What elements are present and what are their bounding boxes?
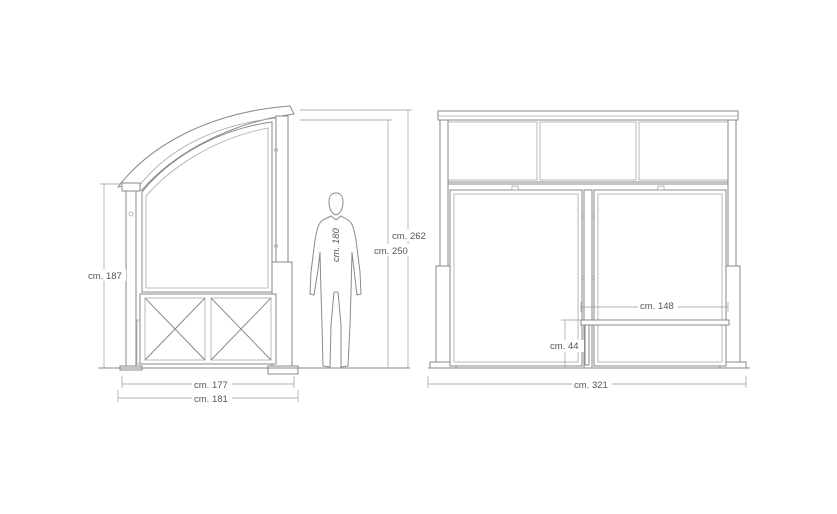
height-front-label: cm. 187 bbox=[88, 271, 122, 282]
side-lower-frame-inner bbox=[210, 297, 272, 361]
bench-height-label: cm. 44 bbox=[550, 341, 579, 352]
side-roof-inner bbox=[135, 117, 279, 191]
front-dimensions: cm. 148 cm. 44 cm. 321 bbox=[427, 300, 747, 391]
depth-inner-label: cm. 177 bbox=[194, 380, 228, 391]
side-dimensions: cm. 187 cm. 262 cm. 250 cm. 177 cm. 181 bbox=[86, 109, 430, 405]
side-clip bbox=[274, 148, 278, 152]
side-view bbox=[98, 105, 410, 375]
front-roof-cornice bbox=[437, 110, 739, 121]
height-wall-label: cm. 250 bbox=[374, 246, 408, 257]
front-left-column-base bbox=[435, 265, 451, 365]
person-height-label: cm. 180 bbox=[331, 227, 342, 262]
side-clip bbox=[274, 244, 278, 248]
side-lower-frame bbox=[139, 293, 277, 365]
side-lower-frame-inner bbox=[144, 297, 206, 361]
side-post-bolt bbox=[128, 211, 134, 217]
person-silhouette: cm. 180 bbox=[309, 192, 362, 368]
side-cross-brace bbox=[144, 297, 206, 361]
bench-length-label: cm. 148 bbox=[640, 301, 674, 312]
bench-seat bbox=[580, 319, 730, 326]
side-rear-foot bbox=[267, 365, 299, 375]
side-glass-panel-inner bbox=[145, 127, 269, 289]
side-cross-brace bbox=[210, 297, 272, 361]
side-front-post-cap bbox=[121, 182, 141, 192]
front-right-column-base bbox=[725, 265, 741, 365]
front-glass-panel-right bbox=[593, 189, 727, 367]
front-view bbox=[428, 110, 750, 369]
frieze-panel bbox=[539, 121, 637, 181]
front-frieze bbox=[443, 119, 733, 183]
side-glass-panel bbox=[141, 121, 273, 293]
width-total-label: cm. 321 bbox=[574, 380, 608, 391]
front-glass-panel-left bbox=[449, 189, 583, 367]
depth-outer-label: cm. 181 bbox=[194, 394, 228, 405]
bench-leg bbox=[584, 324, 590, 366]
height-total-label: cm. 262 bbox=[392, 231, 426, 242]
